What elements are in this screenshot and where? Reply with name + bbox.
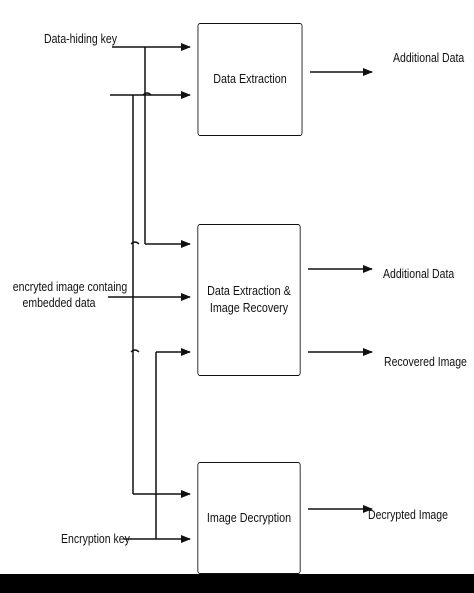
- bottom-black-bar: [0, 574, 474, 593]
- encrypted-image-label: encryted image containg embedded data: [12, 279, 128, 312]
- decrypted-image-output: Decrypted Image: [368, 508, 448, 522]
- encryption-key-label: Encryption key: [61, 532, 130, 546]
- recovered-image-output: Recovered Image: [384, 355, 467, 369]
- additional-data-output-2: Additional Data: [383, 267, 455, 281]
- crossing-mark: [142, 92, 152, 96]
- line-crossing-marks: [130, 92, 152, 353]
- crossing-mark: [130, 349, 140, 353]
- data-hiding-key-label: Data-hiding key: [44, 32, 117, 46]
- data-extraction-recovery-box: Data Extraction & Image Recovery: [197, 224, 301, 376]
- crossing-mark: [130, 241, 140, 245]
- additional-data-output-1: Additional Data: [393, 51, 465, 65]
- image-decryption-box: Image Decryption: [197, 462, 301, 574]
- connector-lines: [108, 43, 373, 543]
- data-extraction-box: Data Extraction: [197, 23, 303, 136]
- encrypted-image-line-1: encryted image containg: [12, 280, 128, 294]
- encrypted-image-line-2: embedded data: [22, 296, 96, 311]
